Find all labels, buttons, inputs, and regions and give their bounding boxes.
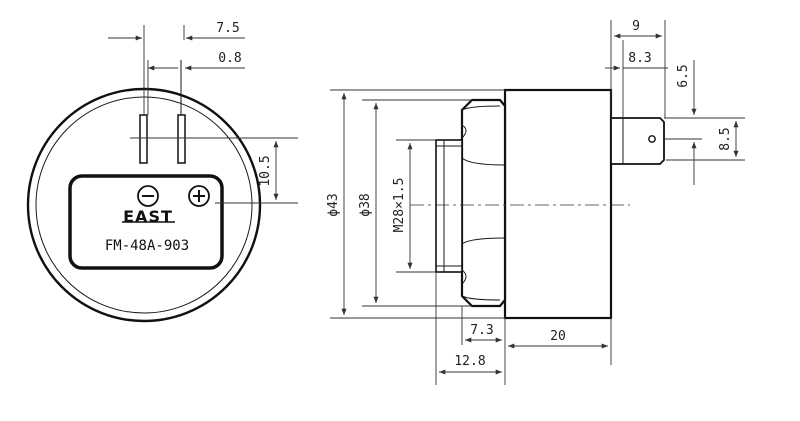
dim-thread: M28×1.5 [392,178,407,233]
terminal-tab [610,117,665,165]
dim-mount-length: 12.8 [454,354,485,369]
dim-terminal-inner: 8.3 [628,51,651,66]
main-body [503,88,613,320]
dim-pin-width: 0.8 [218,51,241,66]
front-view: EAST FM-48A-903 7.5 0.8 10.5 [26,21,298,323]
pin-left [139,114,148,164]
brand-logo: EAST [123,207,173,226]
dim-pin-height: 10.5 [258,155,273,186]
dim-pin-span: 7.5 [216,21,239,36]
minus-symbol [137,185,159,207]
terminal-hole [648,135,656,143]
hex-nut [460,98,507,308]
dim-body-length: 20 [550,329,566,344]
dim-terminal-offset: 6.5 [676,64,691,87]
model-label: FM-48A-903 [105,238,189,254]
side-view: ϕ43 ϕ38 M28×1.5 9 8.3 6.5 8.5 [326,19,745,385]
dim-terminal-height: 8.5 [718,127,733,150]
dim-nut-width: 7.3 [470,323,493,338]
plus-symbol [188,185,210,207]
dim-terminal-length: 9 [632,19,640,34]
dim-inner-diameter: ϕ38 [358,193,373,216]
dim-outer-diameter: ϕ43 [326,193,341,216]
pin-right [177,114,186,164]
threaded-section [435,139,463,273]
